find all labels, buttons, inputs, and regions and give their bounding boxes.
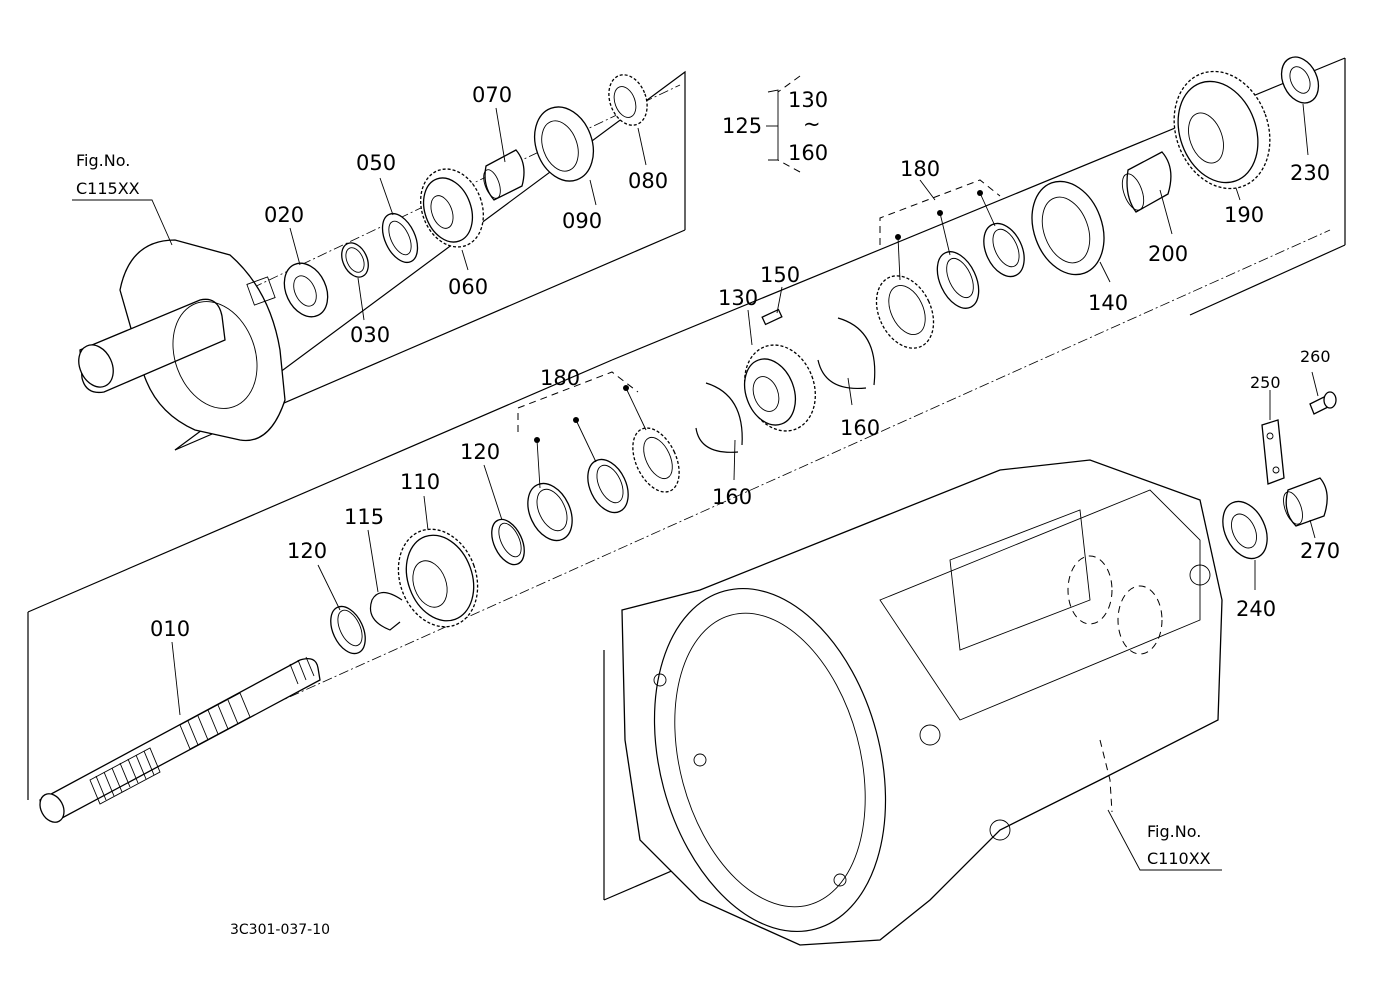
hub-130 <box>743 344 816 432</box>
bushing-270 <box>1283 477 1328 527</box>
collar-050 <box>381 212 419 264</box>
shift-sleeve-140 <box>1031 180 1105 276</box>
fig-ref-top-left-line2: C115XX <box>76 179 140 198</box>
callout-115: 115 <box>344 505 384 529</box>
callout-270: 270 <box>1300 539 1340 563</box>
needle-bearing-200 <box>1121 151 1172 213</box>
fig-ref-bottom-right-line2: C110XX <box>1147 849 1211 868</box>
key-150 <box>761 308 783 326</box>
collar-120-lower <box>330 605 366 655</box>
callout-180-upper: 180 <box>900 157 940 181</box>
transmission-case <box>621 459 1223 946</box>
callout-160-lower: 160 <box>712 485 752 509</box>
circlip-115 <box>369 591 403 631</box>
callout-125: 125 <box>722 114 762 138</box>
callout-120-lower: 120 <box>287 539 327 563</box>
callout-250: 250 <box>1250 373 1281 392</box>
callout-020: 020 <box>264 203 304 227</box>
drawing-code: 3C301-037-10 <box>230 922 330 938</box>
callout-060: 060 <box>448 275 488 299</box>
bushing-070 <box>483 149 525 201</box>
callout-050: 050 <box>356 151 396 175</box>
circlip-160-upper <box>817 317 876 390</box>
snap-ring-030 <box>341 242 369 278</box>
fig-ref-bottom-right-line1: Fig.No. <box>1147 822 1201 841</box>
callout-030: 030 <box>350 323 390 347</box>
synchronizer-set-180-upper <box>875 179 1025 349</box>
circlip-160-lower <box>695 382 743 453</box>
front-housing-cover <box>78 239 286 442</box>
gear-190 <box>1173 70 1271 190</box>
coupling-090 <box>534 106 594 182</box>
gear-060 <box>420 168 484 248</box>
collar-120-upper <box>491 518 525 566</box>
synchronizer-set-180-lower <box>517 371 680 542</box>
callout-230: 230 <box>1290 161 1330 185</box>
callout-labels: Fig.No. C115XX Fig.No. C110XX 020 030 05… <box>76 83 1340 938</box>
ball-bearing-020 <box>283 262 329 318</box>
callout-090: 090 <box>562 209 602 233</box>
fig-ref-top-left-line1: Fig.No. <box>76 151 130 170</box>
bolt-260 <box>1309 391 1337 415</box>
callout-070: 070 <box>472 83 512 107</box>
callout-120-upper: 120 <box>460 440 500 464</box>
thrust-washer-230 <box>1280 56 1320 104</box>
plate-250 <box>1261 419 1285 485</box>
callout-080: 080 <box>628 169 668 193</box>
callout-125-range-tilde: ~ <box>803 112 821 136</box>
callout-200: 200 <box>1148 242 1188 266</box>
gear-110 <box>397 528 479 628</box>
ball-bearing-240 <box>1222 500 1268 560</box>
callout-130: 130 <box>718 286 758 310</box>
leader-lines <box>72 75 1319 871</box>
callout-125-range-from: 130 <box>788 88 828 112</box>
main-shaft-010 <box>39 656 321 823</box>
callout-190: 190 <box>1224 203 1264 227</box>
callout-180-lower: 180 <box>540 366 580 390</box>
callout-260: 260 <box>1300 347 1331 366</box>
callout-150: 150 <box>760 263 800 287</box>
gear-080 <box>608 74 648 126</box>
callout-110: 110 <box>400 470 440 494</box>
callout-010: 010 <box>150 617 190 641</box>
callout-160-upper: 160 <box>840 416 880 440</box>
callout-125-range-to: 160 <box>788 141 828 165</box>
callout-140: 140 <box>1088 291 1128 315</box>
callout-240: 240 <box>1236 597 1276 621</box>
